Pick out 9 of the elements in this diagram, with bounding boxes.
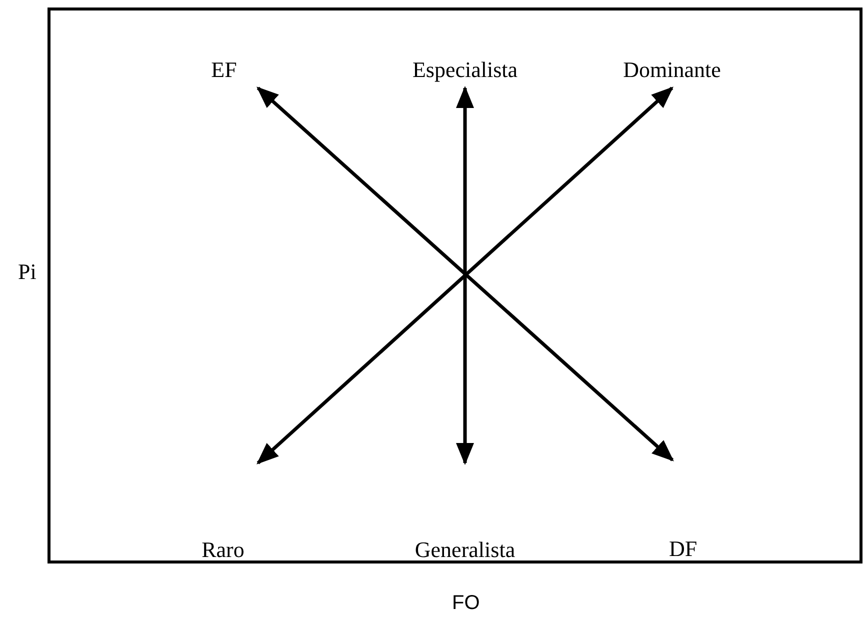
- category-label: Dominante: [623, 57, 721, 83]
- category-label: EF: [211, 57, 237, 83]
- category-label: Especialista: [412, 57, 518, 83]
- category-label: DF: [668, 536, 698, 562]
- axis-label: FO: [452, 592, 480, 615]
- double-arrow: [456, 86, 474, 465]
- category-label: Raro: [202, 537, 244, 563]
- axis-label: Pi: [18, 259, 36, 285]
- category-label: Generalista: [414, 537, 516, 563]
